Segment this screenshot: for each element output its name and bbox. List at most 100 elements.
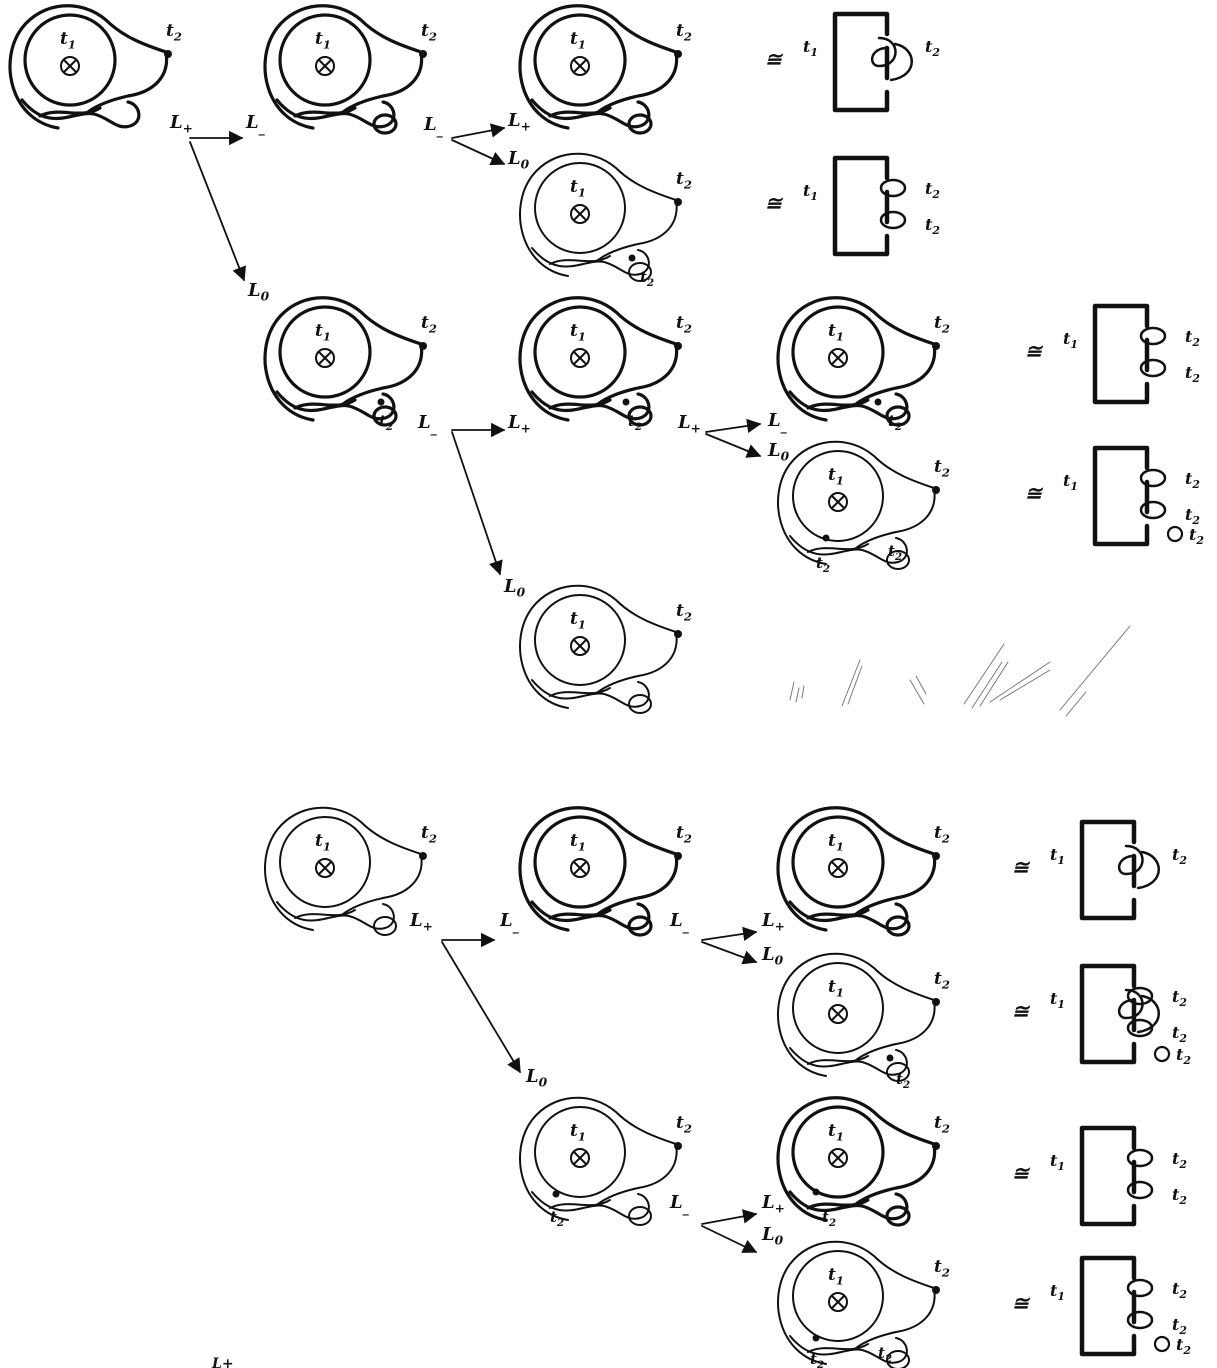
t2-label: t2	[925, 37, 940, 59]
crossing-strand	[293, 106, 357, 118]
skein-label-L-plus: L+	[677, 412, 701, 436]
small-loop	[627, 405, 653, 427]
outer-band-strand	[519, 152, 678, 277]
small-loop	[628, 1206, 652, 1226]
cross-marker	[315, 56, 335, 76]
skein-label-L-zero: L0	[761, 1224, 784, 1248]
arrow-to-L-zero	[451, 431, 503, 576]
skein-label-L-plus: L+	[507, 110, 531, 134]
basepoint-dot	[932, 1286, 940, 1294]
arrow-to-L-plus	[701, 1209, 758, 1225]
outer-band-strand	[519, 584, 678, 709]
t2-label: t2	[550, 1208, 564, 1229]
crossing-strand	[549, 1199, 611, 1209]
outer-band-strand	[776, 806, 937, 932]
box-frame	[832, 155, 890, 257]
basepoint-dot	[419, 50, 427, 58]
t1-label: t1	[570, 177, 586, 199]
t1-label: t1	[803, 37, 818, 59]
outer-band-strand	[518, 806, 679, 932]
t1-label: t1	[1063, 471, 1078, 493]
crossing-strand	[806, 1198, 870, 1210]
t1-label: t1	[1050, 989, 1065, 1011]
cross-marker	[828, 1148, 848, 1168]
small-loop	[627, 113, 653, 135]
arrow-to-L-zero	[701, 1225, 758, 1253]
meridian-loop-upper	[879, 178, 907, 198]
t1-label: t1	[570, 609, 586, 631]
t2-label: t2	[1185, 363, 1200, 385]
cross-marker	[570, 204, 590, 224]
t2-label: t2	[628, 412, 642, 433]
small-loop	[373, 916, 397, 936]
t2-label: t2	[640, 268, 654, 289]
t1-label: t1	[1063, 329, 1078, 351]
knotted-strand	[531, 679, 650, 708]
basepoint-dot	[932, 486, 940, 494]
t1-label: t1	[828, 465, 844, 487]
core-circle	[23, 13, 117, 107]
core-circle	[278, 13, 372, 107]
core-circle	[534, 594, 626, 686]
meridian-loop-upper	[1139, 468, 1167, 488]
basepoint-dot	[674, 342, 682, 350]
t2-label: t2	[676, 313, 692, 335]
small-loop	[885, 915, 911, 937]
knotted-strand	[530, 390, 651, 421]
core-circle	[533, 815, 627, 909]
core-circle	[792, 450, 884, 542]
knotted-strand	[789, 1335, 908, 1364]
t2-label: t2	[1172, 1023, 1187, 1045]
small-loop	[885, 1205, 911, 1227]
knotted-strand	[530, 900, 651, 931]
core-circle	[534, 1106, 626, 1198]
arrow-to-L-zero	[441, 941, 521, 1074]
arrow-to-L-plus	[451, 123, 506, 139]
t2-label: t2	[1172, 1149, 1187, 1171]
congruence-symbol: ≅	[1012, 1161, 1031, 1185]
crossing-strand	[293, 398, 357, 410]
congruence-symbol: ≅	[1012, 855, 1031, 879]
t1-label: t1	[828, 977, 844, 999]
cross-marker	[828, 348, 848, 368]
core-circle	[279, 816, 371, 908]
crossing-dot	[377, 398, 385, 406]
outer-band-strand	[519, 1096, 678, 1221]
skein-label-L-zero: L0	[247, 280, 270, 304]
t1-label: t1	[1050, 845, 1065, 867]
scan-noise	[789, 625, 1131, 717]
crossing-dot	[874, 398, 882, 406]
t1-label: t1	[570, 831, 586, 853]
skein-label-L-zero: L0	[761, 944, 784, 968]
congruence-symbol: ≅	[1025, 339, 1044, 363]
crossing-dot	[812, 1334, 820, 1342]
cross-marker	[570, 636, 590, 656]
t2-label: t2	[925, 215, 940, 237]
t2-label: t2	[676, 1113, 692, 1135]
twisted-meridian	[1118, 844, 1160, 890]
meridian-loop-lower	[879, 210, 907, 230]
t1-label: t1	[315, 831, 331, 853]
knotted-strand	[275, 98, 396, 129]
arrow-to-L-minus	[705, 418, 762, 434]
t2-label: t2	[379, 412, 393, 433]
core-circle	[792, 1250, 884, 1342]
outer-band-strand	[263, 296, 424, 422]
t2-label: t2	[822, 1208, 836, 1229]
outer-band-strand	[518, 296, 679, 422]
crossing-strand	[807, 1343, 869, 1353]
small-loop	[886, 1062, 910, 1082]
free-loop	[1153, 1335, 1171, 1353]
knotted-strand	[788, 1190, 909, 1221]
meridian-loop-upper	[1126, 986, 1154, 1006]
